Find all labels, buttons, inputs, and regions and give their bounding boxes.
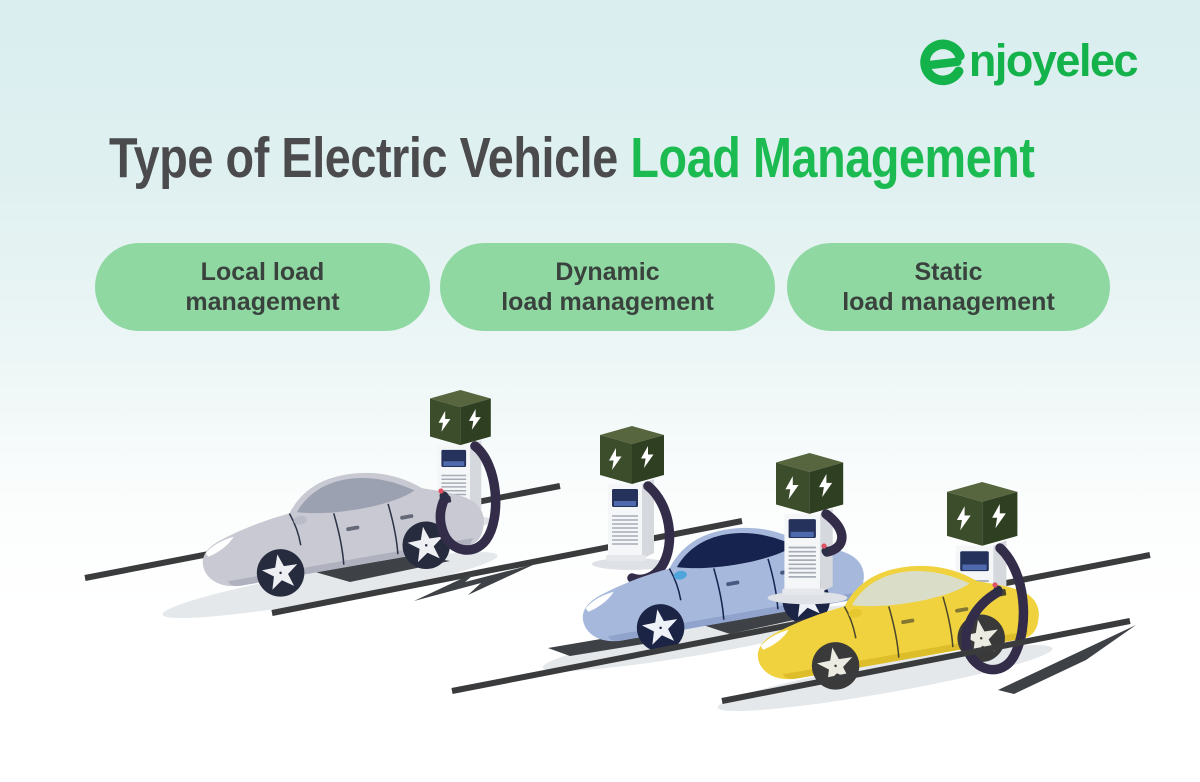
charging-cable [961, 543, 1029, 675]
pill-label: Static load management [842, 257, 1055, 317]
pill-label: Local load management [185, 257, 340, 317]
page-title: Type of Electric Vehicle Load Management [109, 126, 1035, 190]
charging-cable [821, 509, 847, 557]
logo-text: njoyelec [968, 35, 1139, 86]
car-shadow [998, 625, 1136, 694]
title-prefix: Type of Electric Vehicle [109, 126, 631, 190]
car-shadow [548, 633, 668, 656]
lane-line [721, 618, 1131, 704]
pill-local-load-management: Local load management [95, 243, 430, 331]
pill-dynamic-load-management: Dynamic load management [440, 243, 775, 331]
pill-static-load-management: Static load management [787, 243, 1110, 331]
lane-line [271, 518, 743, 616]
logo-e-icon [920, 39, 965, 85]
title-highlight: Load Management [630, 126, 1035, 190]
ev-charging-illustration [84, 360, 1151, 712]
pill-label: Dynamic load management [501, 257, 714, 317]
lightning-bolt-shadow [414, 564, 535, 601]
charging-cable [435, 441, 501, 555]
logo: njoyelec [919, 35, 1139, 87]
